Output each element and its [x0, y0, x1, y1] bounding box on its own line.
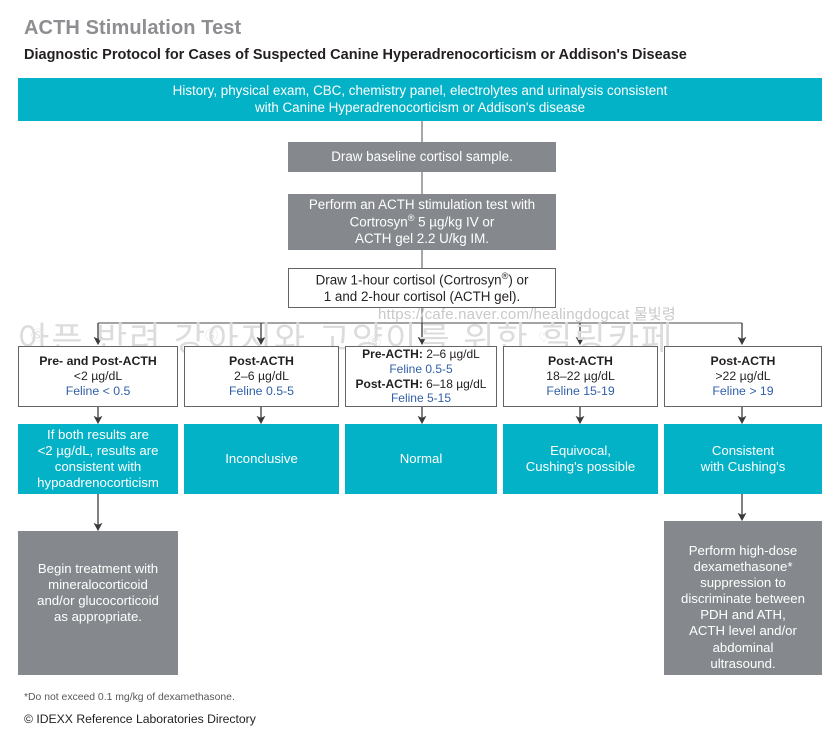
treatment-left-line-3: and/or glucocorticoid [37, 593, 159, 609]
step-perform-line-2: Cortrosyn® 5 µg/kg IV or [309, 213, 535, 231]
criteria-3-post-label: Post-ACTH: [355, 376, 427, 391]
treatment-right-line-7: abdominal [712, 639, 774, 655]
result-2-line-1: Inconclusive [225, 450, 298, 466]
step-draw-timed-cortisol: Draw 1-hour cortisol (Cortrosyn®) or 1 a… [288, 268, 556, 308]
result-4-line-1: Equivocal, [550, 442, 611, 458]
treatment-right-line-2: dexamethasone* [693, 559, 793, 575]
criteria-2-line-2: 2–6 µg/dL [234, 369, 289, 383]
treatment-left-line-1: Begin treatment with [37, 561, 159, 576]
result-1-line-3: consistent with [54, 459, 142, 474]
criteria-3-post-value: 6–18 µg/dL [426, 376, 487, 391]
criteria-5-line-2: >22 µg/dL [715, 369, 771, 383]
criteria-box-hypoadrenocorticism: Pre- and Post-ACTH <2 µg/dL Feline < 0.5 [18, 346, 178, 407]
result-box-normal: Normal [345, 424, 497, 494]
criteria-box-cushings: Post-ACTH >22 µg/dL Feline > 19 [664, 346, 822, 407]
treatment-right-line-1: Perform high-dose [688, 543, 798, 558]
treatment-right-line-5: PDH and ATH, [700, 607, 786, 623]
result-box-hypoadrenocorticism: If both results are <2 µg/dL, results ar… [18, 424, 178, 494]
criteria-3-post-row: Post-ACTH: 6–18 µg/dL [356, 377, 487, 392]
treatment-right-line-6: ACTH level and/or [689, 623, 797, 639]
result-1-line-2: <2 µg/dL, results are [37, 442, 159, 458]
result-3-line-1: Normal [399, 450, 443, 466]
step-perform-stimulation: Perform an ACTH stimulation test with Co… [288, 194, 556, 250]
step-draw-line-2: 1 and 2-hour cortisol (ACTH gel). [323, 288, 521, 304]
step-perform-line-1: Perform an ACTH stimulation test with [308, 196, 536, 212]
intake-criteria-banner: History, physical exam, CBC, chemistry p… [18, 78, 822, 121]
result-box-equivocal: Equivocal, Cushing's possible [503, 424, 658, 494]
registered-icon: ® [407, 213, 415, 224]
draw-cortrosyn-text: Draw 1-hour cortisol (Cortrosyn [315, 272, 502, 288]
registered-icon: ® [501, 270, 509, 281]
draw-cortrosyn-suffix: ) or [508, 272, 529, 288]
criteria-4-line-2: 18–22 µg/dL [546, 369, 615, 383]
banner-line-1: History, physical exam, CBC, chemistry p… [172, 83, 668, 99]
step-draw-baseline-label: Draw baseline cortisol sample. [331, 148, 513, 164]
footnote-dexamethasone: *Do not exceed 0.1 mg/kg of dexamethason… [24, 692, 235, 703]
cortrosyn-brand: Cortrosyn [349, 214, 408, 230]
result-box-inconclusive: Inconclusive [184, 424, 339, 494]
treatment-left-line-2: mineralocorticoid [48, 577, 148, 593]
page-subtitle: Diagnostic Protocol for Cases of Suspect… [24, 47, 687, 63]
result-1-line-4: hypoadrenocorticism [37, 475, 159, 491]
watermark-badge-icon: Ⓢ [31, 328, 45, 343]
criteria-3-pre-feline: Feline 0.5-5 [389, 361, 453, 376]
criteria-3-pre-row: Pre-ACTH: 2–6 µg/dL [362, 347, 480, 362]
criteria-box-inconclusive: Post-ACTH 2–6 µg/dL Feline 0.5-5 [184, 346, 339, 407]
result-box-cushings: Consistent with Cushing's [664, 424, 822, 494]
criteria-2-line-1: Post-ACTH [229, 354, 294, 368]
treatment-box-addison: Begin treatment with mineralocorticoid a… [18, 531, 178, 675]
result-5-line-1: Consistent [711, 442, 775, 458]
criteria-3-pre-value: 2–6 µg/dL [426, 347, 480, 362]
criteria-box-equivocal: Post-ACTH 18–22 µg/dL Feline 15-19 [503, 346, 658, 407]
treatment-box-cushings-workup: Perform high-dose dexamethasone* suppres… [664, 521, 822, 675]
criteria-1-feline: Feline < 0.5 [65, 384, 131, 398]
treatment-left-line-4: as appropriate. [54, 609, 142, 625]
page-title: ACTH Stimulation Test [24, 17, 242, 39]
result-1-line-1: If both results are [47, 426, 149, 442]
criteria-3-pre-label: Pre-ACTH: [362, 347, 427, 362]
criteria-3-post-feline: Feline 5-15 [390, 391, 452, 406]
watermark-badge-icon: Ⓢ [205, 328, 219, 343]
criteria-box-normal: Pre-ACTH: 2–6 µg/dL Feline 0.5-5 Post-AC… [345, 346, 497, 407]
treatment-right-line-3: suppression to [700, 575, 786, 591]
criteria-4-feline: Feline 15-19 [546, 384, 615, 398]
banner-line-2: with Canine Hyperadrenocorticism or Addi… [254, 99, 586, 115]
criteria-5-feline: Feline > 19 [712, 384, 774, 398]
copyright-line: © IDEXX Reference Laboratories Directory [24, 712, 256, 726]
criteria-5-line-1: Post-ACTH [710, 354, 776, 368]
treatment-right-line-4: discriminate between [681, 591, 805, 607]
step-draw-baseline: Draw baseline cortisol sample. [288, 142, 556, 172]
step-draw-line-1: Draw 1-hour cortisol (Cortrosyn®) or [316, 271, 529, 289]
criteria-2-feline: Feline 0.5-5 [229, 384, 294, 398]
criteria-4-line-1: Post-ACTH [548, 354, 613, 368]
treatment-right-line-8: ultrasound. [710, 655, 776, 671]
watermark-badge-icon: ♡ [538, 330, 550, 345]
criteria-1-line-1: Pre- and Post-ACTH [39, 354, 157, 368]
result-4-line-2: Cushing's possible [525, 459, 636, 474]
cortrosyn-dose: 5 µg/kg IV or [414, 214, 495, 230]
step-perform-line-3: ACTH gel 2.2 U/kg IM. [355, 230, 489, 246]
criteria-1-line-2: <2 µg/dL [73, 369, 123, 383]
watermark-url: https://cafe.naver.com/healingdogcat 물빛령 [378, 306, 676, 323]
result-5-line-2: with Cushing's [700, 459, 786, 474]
